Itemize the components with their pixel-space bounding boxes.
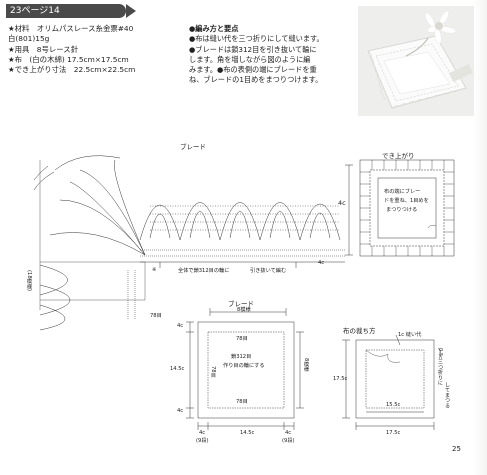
left-note: (18模様) (26, 270, 32, 292)
method-line: ●ブレードは鎖312目を引き抜いて輪に (189, 44, 317, 54)
cloth-seam-label: 1c 縫い代 (398, 332, 422, 338)
page-binding-shadow (473, 0, 487, 475)
method-line: ね、ブレードの1目めをまつりつけます。 (189, 75, 323, 85)
method-line: ●布は縫い代を三つ折りにして縫います。 (189, 34, 324, 44)
cloth-dim-label: 15.5c (386, 402, 401, 408)
chain-label: 78目 (150, 313, 162, 319)
cloth-dim-label: 17.5c (386, 430, 401, 436)
chevron-right-icon (126, 4, 136, 18)
dimension-label-v: 4c (318, 260, 325, 266)
dim-label-sub: (9段) (282, 438, 295, 444)
doily-photo-illustration (358, 6, 474, 116)
materials-size: ★でき上がり寸法 22.5cm×22.5cm (8, 65, 136, 75)
marker-label: ※ (152, 267, 157, 273)
finished-title: でき上がり (382, 152, 415, 160)
page-number: 25 (452, 445, 461, 453)
chain-count: 鎖312目 (231, 354, 252, 360)
braid-small-diagram (186, 308, 304, 430)
dim-label: 4c (177, 323, 184, 329)
corner-note-2: 引き抜いて編む (250, 268, 287, 274)
braid-small-title: ブレード (228, 300, 254, 308)
pattern-count-top: 8模様 (237, 307, 251, 313)
dimension-label: 4c (338, 199, 346, 207)
cloth-dim-label: 17.5c (333, 376, 348, 382)
chain-label: 78目 (236, 336, 248, 342)
materials-color: 白(801)15g (8, 34, 50, 44)
materials-cloth: ★布 (白の木綿) 17.5cm×17.5cm (8, 54, 129, 64)
product-photo (358, 6, 474, 116)
flower-icon (405, 10, 457, 57)
cloth-note: 0.5c三つ折りに (437, 348, 443, 386)
method-line: します。角を増しながら図のように編 (189, 54, 311, 64)
dim-label: 4c (199, 430, 206, 436)
dim-label: 4c (177, 408, 184, 414)
method-title: ●編み方と要点 (189, 24, 239, 33)
dim-label-sub: (9段) (196, 438, 209, 444)
dim-label: 14.5c (240, 430, 255, 436)
pattern-count-right: 8模様 (303, 358, 309, 372)
finished-note: まつりつける (386, 207, 418, 213)
braid-chart-title: ブレード (180, 143, 206, 151)
materials-tool: ★用具 8号レース針 (8, 44, 79, 54)
page-badge-label: 23ページ14 (10, 6, 60, 16)
finished-note: ドを重ね、1目めを (384, 198, 429, 204)
cloth-title: 布の裁ち方 (343, 327, 376, 335)
dim-label: 14.5c (170, 366, 185, 372)
method-instructions: ●編み方と要点 ●布は縫い代を三つ折りにして縫います。 ●ブレードは鎖312目を… (189, 24, 359, 86)
cloth-diagram (342, 334, 441, 430)
chain-count-note: 作り目の輪にする (223, 363, 265, 369)
page-badge: 23ページ14 (6, 4, 136, 18)
cloth-note: してまつる (444, 382, 450, 408)
dim-label: 4c (285, 430, 292, 436)
method-line: みます。●布の表側の端にブレードを重 (189, 65, 317, 75)
materials-list: ★材料 オリムパスレース糸金票#40 白(801)15g ★用具 8号レース針 … (8, 24, 135, 75)
materials-yarn: ★材料 オリムパスレース糸金票#40 (8, 24, 134, 33)
braid-chart (33, 155, 353, 331)
chain-label: 78目 (210, 366, 216, 378)
finished-diagram (359, 159, 455, 257)
chain-label: 78目 (236, 399, 248, 405)
corner-note: 全体で鎖312目の輪に (178, 268, 230, 274)
finished-note: 布の端にブレー (384, 189, 421, 195)
